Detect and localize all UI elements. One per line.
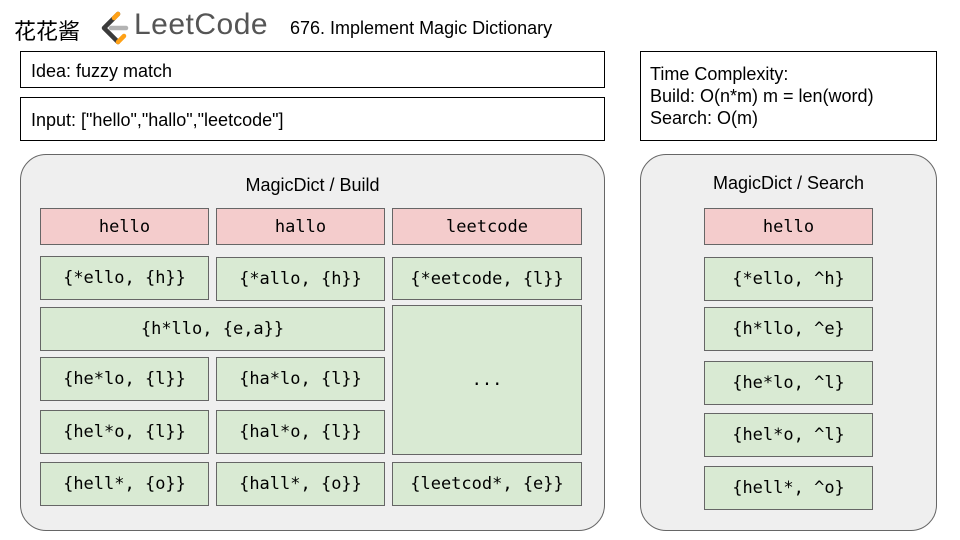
word-cell-hello: hello <box>40 208 209 245</box>
build-key-hallo-4: {hall*, {o}} <box>216 462 385 506</box>
author-name: 花花酱 <box>14 20 81 45</box>
search-complexity: Search: O(m) <box>650 108 759 128</box>
word-cell-hallo: hallo <box>216 208 385 245</box>
idea-box: Idea: fuzzy match <box>20 51 605 88</box>
build-key-hallo-0: {*allo, {h}} <box>216 257 385 301</box>
search-key-2: {he*lo, ^l} <box>704 361 873 405</box>
build-key-hello-2: {he*lo, {l}} <box>40 357 209 401</box>
search-key-1: {h*llo, ^e} <box>704 307 873 351</box>
problem-title: 676. Implement Magic Dictionary <box>290 18 553 38</box>
build-key-leetcode-0: {*eetcode, {l}} <box>392 257 582 300</box>
build-key-hallo-3: {hal*o, {l}} <box>216 410 385 454</box>
build-key-hello-4: {hell*, {o}} <box>40 462 209 506</box>
build-key-hallo-2: {ha*lo, {l}} <box>216 357 385 401</box>
build-key-hello-0: {*ello, {h}} <box>40 256 209 300</box>
build-key-leetcode-ellipsis: ... <box>392 305 582 455</box>
search-key-3: {hel*o, ^l} <box>704 413 873 457</box>
search-key-4: {hell*, ^o} <box>704 466 873 510</box>
input-box: Input: ["hello","hallo","leetcode"] <box>20 97 605 141</box>
word-cell-leetcode: leetcode <box>392 208 582 245</box>
build-key-shared-1: {h*llo, {e,a}} <box>40 307 385 351</box>
leetcode-logo-text: LeetCode <box>134 8 269 41</box>
build-complexity: Build: O(n*m) m = len(word) <box>650 86 874 106</box>
time-complexity-box: Time Complexity: Build: O(n*m) m = len(w… <box>640 51 937 141</box>
build-panel-title: MagicDict / Build <box>245 175 380 195</box>
build-key-leetcode-last: {leetcod*, {e}} <box>392 462 582 506</box>
search-query-cell: hello <box>704 208 873 245</box>
build-key-hello-3: {hel*o, {l}} <box>40 410 209 454</box>
leetcode-logo-icon <box>98 10 130 46</box>
search-panel-title: MagicDict / Search <box>712 173 865 193</box>
search-key-0: {*ello, ^h} <box>704 257 873 301</box>
time-complexity-heading: Time Complexity: <box>650 64 789 84</box>
